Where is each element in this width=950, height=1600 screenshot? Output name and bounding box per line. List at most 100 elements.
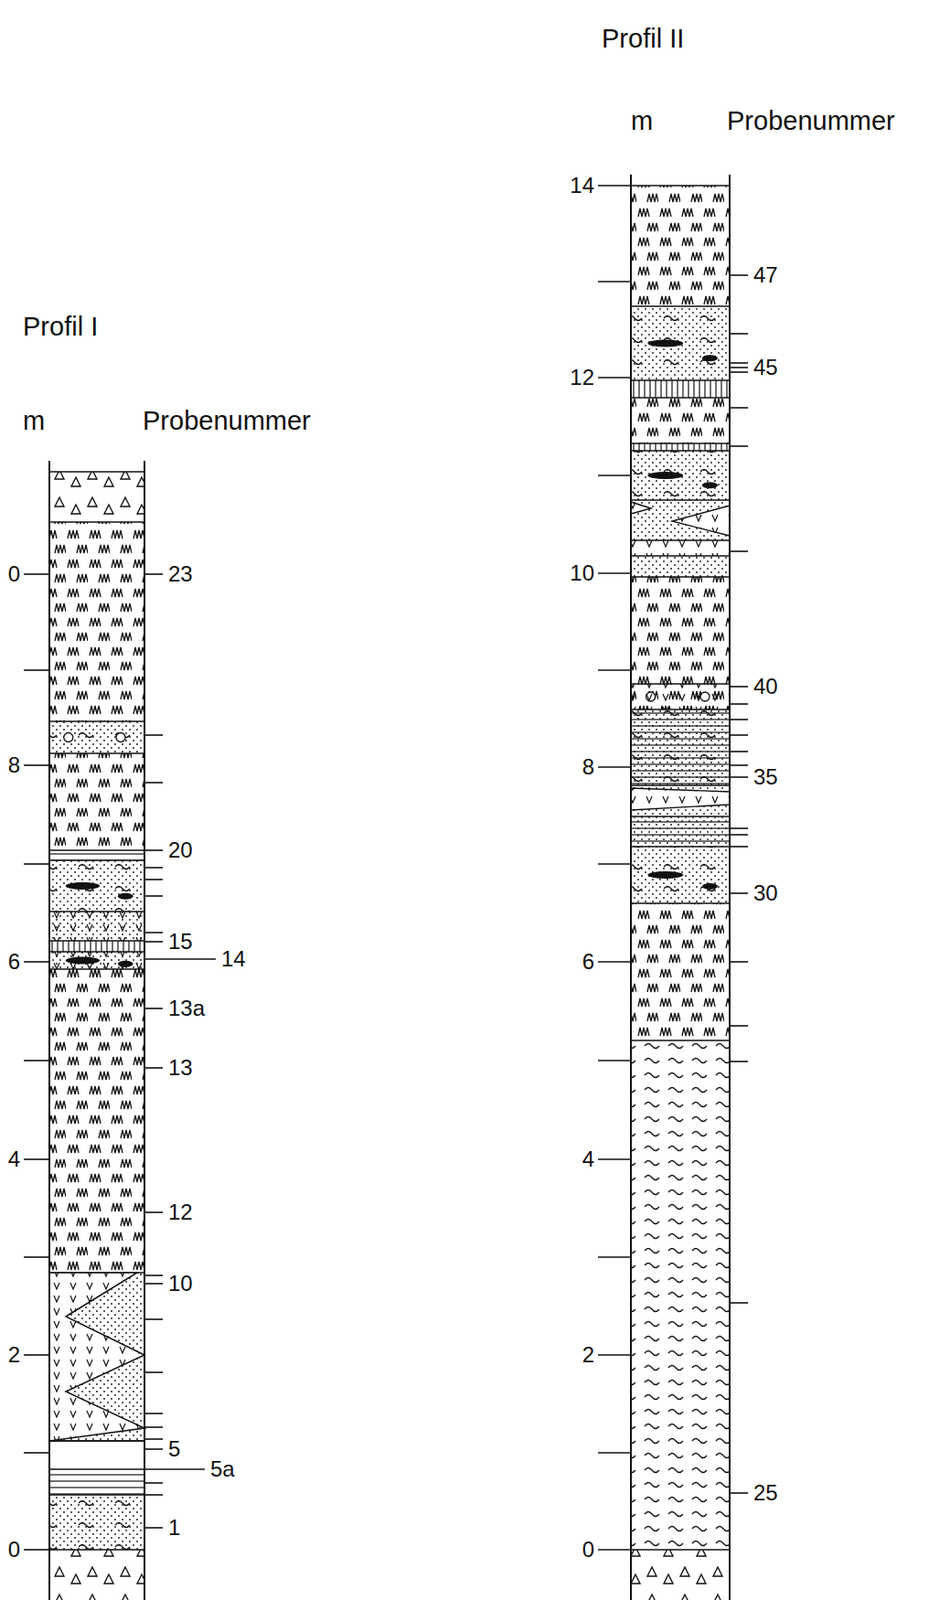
layer-pattern [49,522,145,722]
sample-tick [144,1426,163,1429]
dark-lens [647,471,684,480]
layer-boundary [49,910,145,913]
profil-2-column-ground [630,185,730,1600]
layer-boundary [630,576,730,578]
layer-pattern [630,397,730,444]
sample-number: 20 [168,839,193,862]
dark-lens [647,871,684,879]
profile-title: Profil I [22,313,98,341]
layer-pattern [49,1494,145,1550]
layer-pattern [630,709,730,786]
sample-tick [144,1412,163,1415]
depth-number: 8 [8,754,21,777]
sample-tick [144,734,163,737]
depth-tick [597,863,631,865]
layer-pattern [49,911,145,941]
sample-number: 5 [168,1438,181,1461]
volcanic-wedge [630,501,652,514]
column-side [143,460,146,1600]
layer-boundary [630,555,730,557]
layer-boundary [49,1494,145,1496]
depth-number: 0 [582,1538,595,1561]
sample-number: 45 [753,356,779,379]
volcanic-wedge [672,505,730,536]
sample-tick [729,718,748,721]
sample-number: 14 [221,948,246,971]
sample-number: 13 [168,1056,193,1079]
sample-tick [729,406,748,409]
dark-lens [65,957,100,965]
column-side [728,174,731,1600]
layer-pattern [630,500,730,541]
sample-number: 23 [168,563,193,586]
volcanic-wedge-ground [49,1272,145,1442]
pebble [64,733,74,743]
layer-boundary [49,950,145,953]
layer-pattern [49,721,145,754]
depth-tick [597,280,631,283]
layer-pattern [49,940,145,952]
layer-pattern [630,1040,730,1550]
sample-tick [144,958,216,961]
depth-number: 14 [569,174,595,197]
layer-pattern [630,380,730,398]
layer-pattern [49,911,145,941]
layer-pattern [630,846,730,904]
layer-boundary [630,815,730,818]
layer-pattern [630,306,730,381]
layer-boundary [630,379,730,382]
sample-number: 13a [168,997,205,1020]
volcanic-wedge [49,1272,145,1442]
layer-pattern [630,683,730,710]
column-side [629,174,632,1600]
depth-tick [23,1354,50,1356]
sample-tick [144,931,163,934]
layer-pattern [630,576,730,684]
unit-label: m [22,407,45,435]
layer-pattern [630,816,730,847]
layer-pattern [49,951,145,970]
sample-number: 40 [753,675,779,698]
layer-boundary [630,449,730,452]
depth-tick [23,573,50,576]
sample-tick [144,1468,205,1471]
sample-tick [144,1067,163,1069]
layer-pattern [630,816,730,847]
layer-boundary [630,1548,730,1551]
sample-number: 25 [753,1482,779,1505]
column-heading: Probenummer [726,107,896,135]
sample-number: 10 [168,1272,193,1295]
layer-boundary [49,470,145,473]
layer-boundary [49,859,145,862]
layer-pattern [49,951,145,970]
layer-pattern [49,969,145,1273]
sample-tick [729,764,748,767]
sample-number: 15 [168,930,193,953]
sample-number: 5a [210,1458,235,1481]
sample-tick [729,833,748,836]
layer-boundary [49,849,145,852]
depth-tick [597,1548,631,1551]
layer-pattern [630,683,730,710]
layer-boundary [49,1548,145,1551]
sample-tick [144,849,163,852]
depth-tick [597,572,631,575]
depth-tick [23,669,50,672]
layer-pattern [49,1272,145,1442]
depth-tick [597,1451,631,1454]
unit-label: m [630,107,653,135]
profil-1-column-ground [49,471,145,1600]
layer-boundary [630,442,730,445]
depth-tick [597,1158,631,1161]
sample-tick [144,866,163,869]
depth-number: 2 [8,1344,21,1367]
depth-tick [23,1158,50,1161]
sample-number: 1 [168,1516,181,1539]
depth-number: 2 [582,1344,595,1367]
depth-tick [23,863,50,865]
depth-tick [597,669,631,672]
layer-boundary [630,499,730,502]
depth-tick [23,1059,50,1062]
volcanic-wedge-ground [630,788,730,811]
sample-tick [729,1492,748,1495]
